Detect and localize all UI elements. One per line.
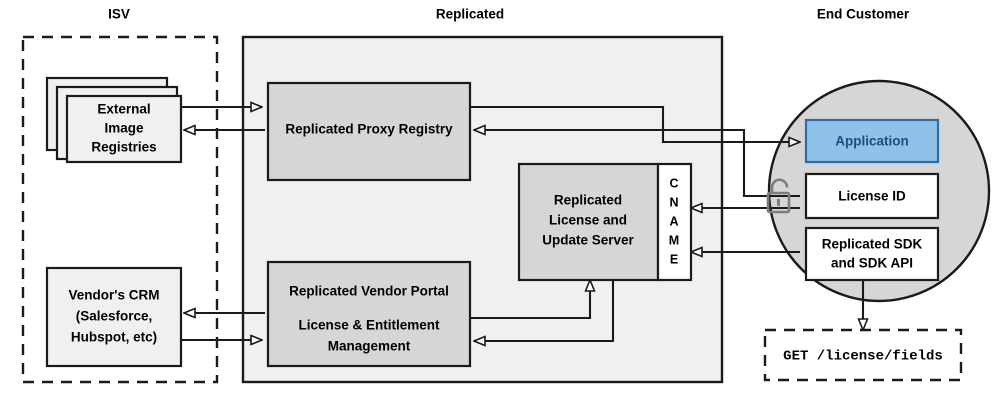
api-call-label: GET /license/fields (783, 349, 943, 365)
cname-letter-e: E (670, 252, 678, 266)
replicated-sdk-box (804, 226, 940, 282)
replicated-sdk-label-line1: Replicated SDK (822, 237, 923, 252)
external-registries-label-line2: Image (104, 121, 144, 136)
vendors-crm-label-line1: Vendor's CRM (69, 288, 160, 303)
license-update-server-box (517, 162, 660, 282)
cname-box (656, 162, 693, 282)
cname-letter-a: A (669, 214, 678, 228)
external-registries-label-line3: Registries (91, 140, 156, 155)
unlock-icon (766, 178, 791, 214)
edge-licenseid-to-proxy (474, 130, 800, 198)
external-registries-label-line1: External (97, 102, 150, 117)
application-label: Application (835, 134, 909, 149)
license-update-server-label-line2: License and (549, 213, 627, 228)
vendor-portal-label-line3: Management (328, 339, 411, 354)
region-isv (21, 35, 219, 384)
cname-letter-n: N (669, 195, 678, 209)
license-id-box (804, 172, 940, 220)
application-box (804, 118, 940, 164)
zone-title-end-customer: End Customer (817, 7, 910, 22)
license-update-server-label-line3: Update Server (542, 233, 634, 248)
vendor-portal-label-line2: License & Entitlement (298, 318, 440, 333)
replicated-sdk-label-line2: and SDK API (831, 256, 913, 271)
vendors-crm-label-line3: Hubspot, etc) (71, 330, 157, 345)
edge-proxy-to-application (470, 105, 800, 142)
proxy-registry-box (266, 81, 472, 182)
proxy-registry-label: Replicated Proxy Registry (285, 122, 453, 137)
vendors-crm-box (45, 266, 183, 368)
api-call-box (763, 328, 963, 382)
vendor-portal-label-line1: Replicated Vendor Portal (289, 284, 449, 299)
license-id-label: License ID (838, 189, 906, 204)
vendors-crm-label-line2: (Salesforce, (76, 309, 153, 324)
edge-vendorportal-to-licenseserver (470, 280, 590, 320)
vendor-portal-box (266, 260, 472, 368)
cname-letter-c: C (669, 176, 678, 190)
external-registries-box (65, 94, 183, 164)
zone-title-isv: ISV (108, 7, 130, 22)
license-update-server-label-line1: Replicated (554, 193, 622, 208)
zone-title-replicated: Replicated (436, 7, 504, 22)
cname-letter-m: M (669, 233, 679, 247)
edge-licenseserver-to-vendorportal (474, 272, 615, 341)
